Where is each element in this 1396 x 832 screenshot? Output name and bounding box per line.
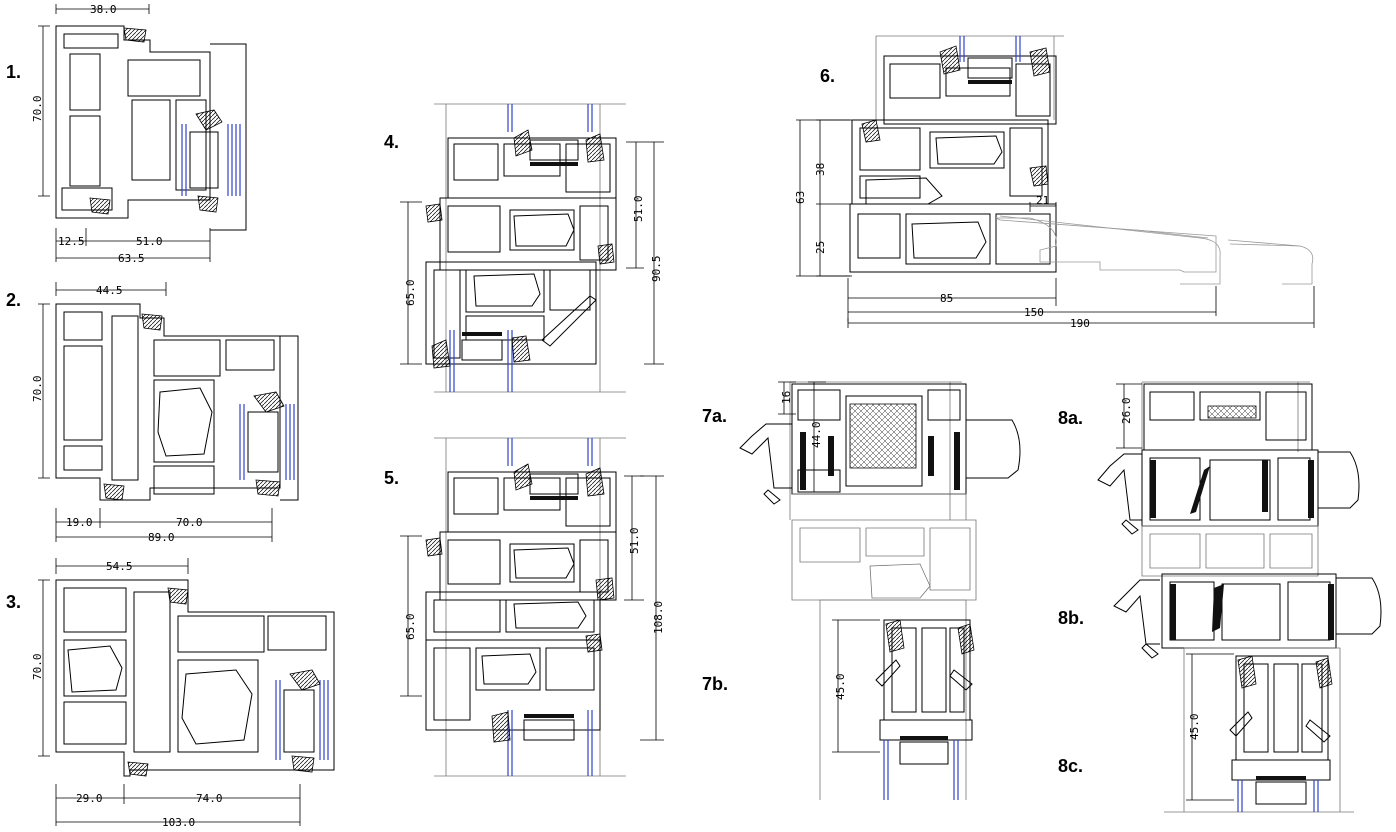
dim-sash-width: 70.0: [176, 516, 203, 529]
dim-offset: 29.0: [76, 792, 103, 805]
section-label: 3.: [6, 592, 21, 612]
dim-bead: 45.0: [834, 674, 847, 701]
section-6: 6. 63 38 25 21 85 150: [794, 35, 1315, 330]
dim-sill-190: 190: [1070, 317, 1090, 330]
section-8: 8a. 8b. 8c. 26.0: [1058, 381, 1382, 813]
section-3: 3. 54.5 70.0 29.0 74.0 103.0: [6, 558, 335, 829]
dim-sash-width: 74.0: [196, 792, 223, 805]
section-label: 1.: [6, 62, 21, 82]
dim-frame: 65.0: [404, 280, 417, 307]
section-label-8a: 8a.: [1058, 408, 1083, 428]
section-label: 2.: [6, 290, 21, 310]
section-label: 5.: [384, 468, 399, 488]
section-label: 4.: [384, 132, 399, 152]
dim-height: 70.0: [31, 654, 44, 681]
dim-height: 70.0: [31, 376, 44, 403]
dim-sash: 51.0: [632, 196, 645, 223]
dim-sash: 51.0: [628, 528, 641, 555]
section-1: 1. 38.0 70.0 12.5 51.0 63.5: [6, 3, 247, 265]
dim-frame: 65.0: [404, 614, 417, 641]
dim-bead: 45.0: [1188, 714, 1201, 741]
dim-total-width: 63.5: [118, 252, 145, 265]
dim-frame: 25: [814, 241, 827, 254]
dim-total-width: 89.0: [148, 531, 175, 544]
dim-offset: 19.0: [66, 516, 93, 529]
dim-height: 70.0: [31, 96, 44, 123]
dim-top: 16: [780, 391, 793, 404]
dim-sill-150: 150: [1024, 306, 1044, 319]
section-5: 5. 51.0 108.0 65.0: [384, 437, 665, 777]
dim-width-sash: 44.5: [96, 284, 123, 297]
dim-width-sash: 54.5: [106, 560, 133, 573]
dim-overlap: 21: [1036, 194, 1049, 207]
dim-offset: 12.5: [58, 235, 85, 248]
dim-total-height: 108.0: [652, 601, 665, 634]
dim-sash-width: 51.0: [136, 235, 163, 248]
section-label-8b: 8b.: [1058, 608, 1084, 628]
dim-sash: 38: [814, 163, 827, 176]
dim-total-width: 103.0: [162, 816, 195, 829]
dim-total-height: 63: [794, 191, 807, 204]
dim-width-sash: 38.0: [90, 3, 117, 16]
section-label-8c: 8c.: [1058, 756, 1083, 776]
section-label-7a: 7a.: [702, 406, 727, 426]
section-label-7b: 7b.: [702, 674, 728, 694]
dim-total-height: 90.5: [650, 256, 663, 283]
dim-sash: 44.0: [810, 422, 823, 449]
section-7: 7a. 7b. 16 44.0 45.0: [702, 381, 1021, 800]
section-label: 6.: [820, 66, 835, 86]
dim-top: 26.0: [1120, 398, 1133, 425]
dim-frame-depth: 85: [940, 292, 953, 305]
section-4: 4. 51.0 90.5 65.0: [384, 103, 664, 393]
section-2: 2. 44.5 70.0 19.0 70.0 89.0: [6, 282, 299, 544]
